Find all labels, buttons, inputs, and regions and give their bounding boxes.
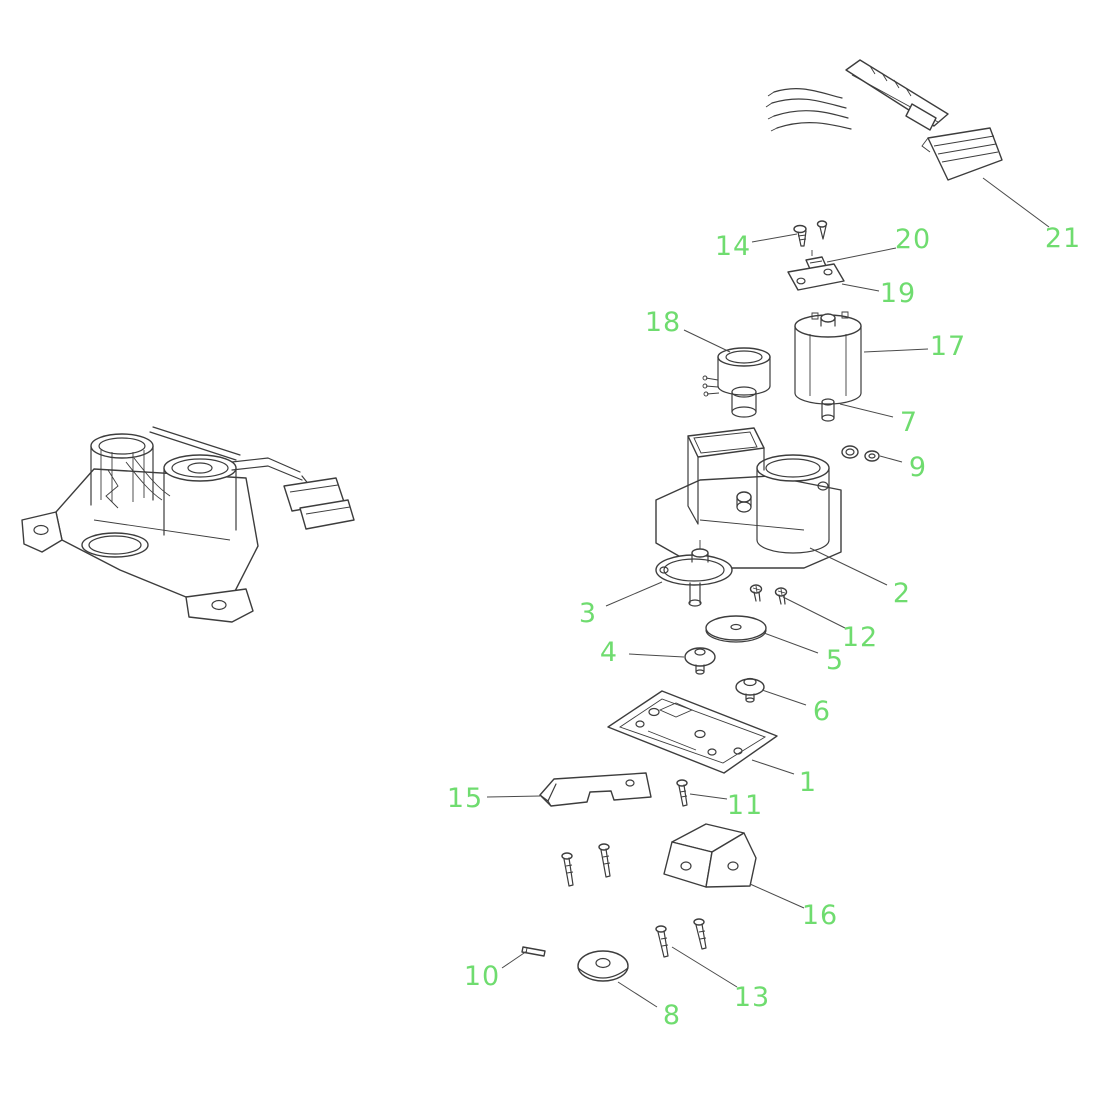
part-screws-13 bbox=[561, 843, 707, 958]
leader-9 bbox=[879, 455, 903, 463]
leader-8 bbox=[617, 981, 658, 1008]
part-wire-harness-21 bbox=[765, 59, 1003, 181]
leader-18 bbox=[683, 329, 731, 353]
leader-15 bbox=[486, 795, 541, 798]
part-solenoid-18 bbox=[702, 347, 771, 418]
leader-6 bbox=[761, 689, 807, 706]
part-screw-11 bbox=[676, 779, 688, 807]
part-rotor-3 bbox=[655, 548, 733, 607]
callout-label-14: 14 bbox=[715, 231, 751, 262]
part-base-plate-1 bbox=[607, 690, 778, 774]
callout-label-6: 6 bbox=[813, 696, 831, 727]
callout-label-21: 21 bbox=[1045, 223, 1081, 254]
leader-13 bbox=[671, 946, 738, 988]
callout-label-2: 2 bbox=[893, 578, 911, 609]
part-grommet-6 bbox=[735, 677, 765, 703]
leader-11 bbox=[689, 793, 728, 800]
callout-label-10: 10 bbox=[464, 961, 500, 992]
part-washer-8 bbox=[577, 950, 629, 982]
leader-1 bbox=[751, 759, 795, 775]
callout-label-4: 4 bbox=[600, 637, 618, 668]
callout-label-17: 17 bbox=[930, 331, 966, 362]
callout-label-18: 18 bbox=[645, 307, 681, 338]
callout-label-12: 12 bbox=[842, 622, 878, 653]
callout-label-7: 7 bbox=[900, 407, 918, 438]
assembled-unit bbox=[21, 426, 355, 623]
leader-10 bbox=[501, 950, 528, 969]
part-bushings-9 bbox=[841, 445, 880, 462]
part-grommet-4 bbox=[684, 647, 716, 675]
leader-2 bbox=[809, 547, 888, 586]
callout-label-5: 5 bbox=[826, 645, 844, 676]
part-plate-19 bbox=[787, 263, 845, 291]
callout-label-13: 13 bbox=[734, 982, 770, 1013]
callout-label-15: 15 bbox=[447, 783, 483, 814]
callout-label-20: 20 bbox=[895, 224, 931, 255]
callout-label-8: 8 bbox=[663, 1000, 681, 1031]
leader-12 bbox=[782, 596, 846, 629]
callout-labels: 1 2 3 4 5 6 7 8 9 10 11 12 13 14 15 16 1… bbox=[447, 223, 1081, 1031]
part-housing-2 bbox=[655, 427, 842, 569]
leader-4 bbox=[628, 653, 685, 658]
leader-3 bbox=[605, 581, 663, 607]
exploded-view bbox=[521, 59, 1003, 982]
leader-5 bbox=[763, 632, 819, 654]
part-screws-14 bbox=[793, 220, 828, 247]
callout-label-3: 3 bbox=[579, 598, 597, 629]
leader-21 bbox=[982, 177, 1050, 228]
leader-19 bbox=[841, 283, 880, 292]
callout-label-9: 9 bbox=[909, 452, 927, 483]
part-bracket-16 bbox=[663, 823, 757, 888]
part-disc-5 bbox=[705, 615, 767, 643]
leader-17 bbox=[863, 348, 929, 353]
callout-label-16: 16 bbox=[802, 900, 838, 931]
callout-label-11: 11 bbox=[727, 790, 763, 821]
callout-label-1: 1 bbox=[799, 767, 817, 798]
leader-lines bbox=[486, 177, 1050, 1008]
leader-20 bbox=[826, 247, 897, 263]
leader-14 bbox=[751, 233, 798, 243]
part-bracket-15 bbox=[539, 772, 652, 807]
part-motor-17 bbox=[794, 311, 862, 405]
callout-label-19: 19 bbox=[880, 278, 916, 309]
leader-7 bbox=[839, 403, 894, 418]
leader-16 bbox=[749, 883, 805, 909]
part-motor-shaft-7 bbox=[821, 398, 835, 422]
part-screws-12 bbox=[749, 584, 788, 605]
